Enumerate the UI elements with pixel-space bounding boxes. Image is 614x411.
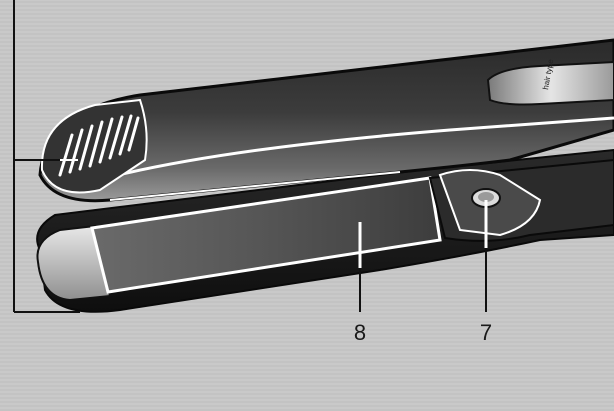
heating-plate: [90, 176, 442, 294]
hair-type-selector: [486, 60, 614, 106]
vent-slots: [58, 114, 140, 177]
callout-7: 7: [480, 320, 492, 345]
top-arm-lower-edge: [109, 171, 401, 201]
left-bracket: [13, 0, 80, 313]
lock-switch-knob: [478, 192, 494, 202]
callout-8: 8: [354, 320, 366, 345]
